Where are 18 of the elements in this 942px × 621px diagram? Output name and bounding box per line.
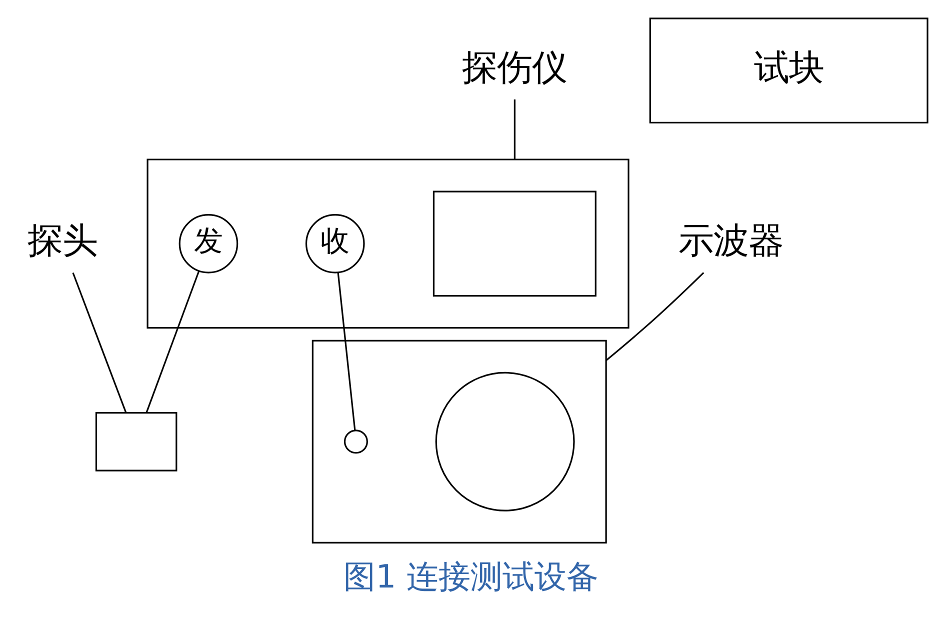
connector — [606, 272, 704, 361]
node-circle — [344, 429, 368, 454]
node-circle: 发 — [178, 214, 238, 273]
caption: 图1 连接测试设备 — [344, 557, 598, 596]
node-text: 探头 — [28, 220, 98, 262]
connector — [337, 272, 356, 430]
cluster — [146, 158, 630, 328]
connector — [72, 272, 127, 412]
node-box: 试块 — [649, 17, 928, 123]
node-box — [432, 190, 596, 296]
node-text: 探伤仪 — [462, 46, 568, 88]
node-box — [95, 412, 178, 471]
node-text: 示波器 — [678, 220, 784, 262]
connector — [514, 98, 516, 159]
node-circle — [435, 371, 575, 511]
node-circle: 收 — [305, 214, 365, 273]
cluster — [312, 339, 607, 543]
connector — [146, 270, 200, 412]
